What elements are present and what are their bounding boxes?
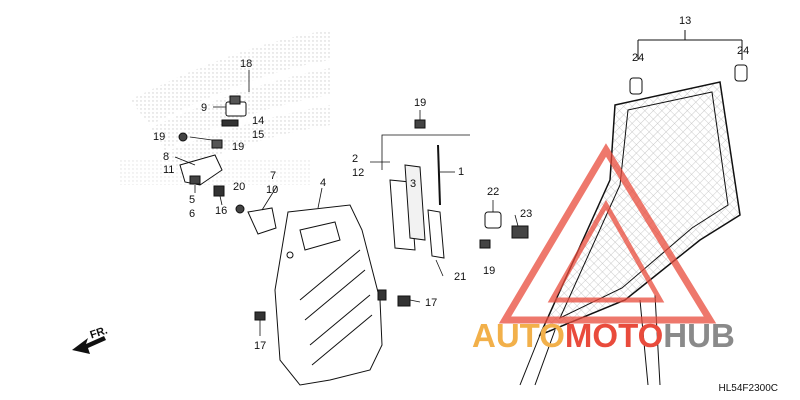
callout-8: 8: [163, 151, 170, 163]
callout-24-left: 24: [632, 52, 645, 64]
bolt-part-17a: [397, 295, 411, 307]
callout-19-upper: 19: [232, 141, 245, 153]
callout-3: 3: [410, 178, 417, 190]
spacer-part-22: [484, 211, 502, 229]
latch-assembly: [254, 119, 529, 321]
bolt-part-5: [189, 175, 201, 185]
strip-part-3: [404, 164, 426, 241]
callout-5: 5: [189, 194, 196, 206]
callout-21: 21: [454, 271, 467, 283]
mount-bracket-assembly: [178, 95, 277, 235]
callout-20: 20: [233, 181, 246, 193]
callout-11: 11: [163, 164, 175, 176]
callout-7: 7: [270, 170, 277, 182]
callout-19-right: 19: [483, 265, 496, 277]
callout-17-left: 17: [254, 340, 267, 352]
watermark-moto: MOTO: [564, 317, 664, 354]
callout-9: 9: [201, 102, 208, 114]
strap-part-24b: [734, 64, 748, 82]
callout-16: 16: [215, 205, 228, 217]
callout-12: 12: [352, 167, 365, 179]
diagram-code: HL54F2300C: [718, 383, 778, 394]
grommet-part-16: [213, 185, 225, 197]
nut-part-20: [235, 204, 245, 214]
callout-14: 14: [252, 115, 265, 127]
bracket-part-21: [427, 209, 445, 259]
door-panel-part-4: [274, 204, 387, 386]
callout-17-right: 17: [425, 297, 438, 309]
strap-part-24a: [629, 77, 643, 95]
callout-18: 18: [240, 58, 253, 70]
callout-19-left: 19: [153, 131, 166, 143]
nut-part-19b: [178, 132, 188, 142]
front-arrow-icon: [72, 336, 106, 354]
callout-24-right: 24: [737, 45, 750, 57]
watermark-hub: HUB: [663, 317, 735, 354]
watermark-text: AUTOMOTOHUB: [472, 318, 735, 354]
bolt-part-19d: [479, 239, 491, 249]
bolt-part-19a: [211, 139, 223, 149]
hinge-part-10: [247, 207, 277, 235]
callout-23: 23: [520, 208, 533, 220]
callout-1: 1: [458, 166, 465, 178]
bolt-part-19c: [414, 119, 426, 129]
honda-wing-background: [120, 30, 330, 185]
watermark-triangle-logo: [498, 143, 717, 324]
bolt-part-23: [511, 225, 529, 239]
collar-part-14: [221, 119, 239, 127]
callout-19-top: 19: [414, 97, 427, 109]
callout-15: 15: [252, 129, 265, 141]
callout-10: 10: [266, 184, 279, 196]
callout-2: 2: [352, 153, 359, 165]
bolt-part-17b: [254, 311, 266, 321]
callout-4: 4: [320, 177, 327, 189]
callout-22: 22: [487, 186, 500, 198]
watermark-auto: AUTO: [472, 317, 565, 354]
callout-13: 13: [679, 15, 692, 27]
leader-lines: [174, 70, 519, 336]
rod-part-1: [437, 144, 441, 206]
callout-6: 6: [189, 208, 196, 220]
bolt-part-18: [229, 95, 241, 105]
